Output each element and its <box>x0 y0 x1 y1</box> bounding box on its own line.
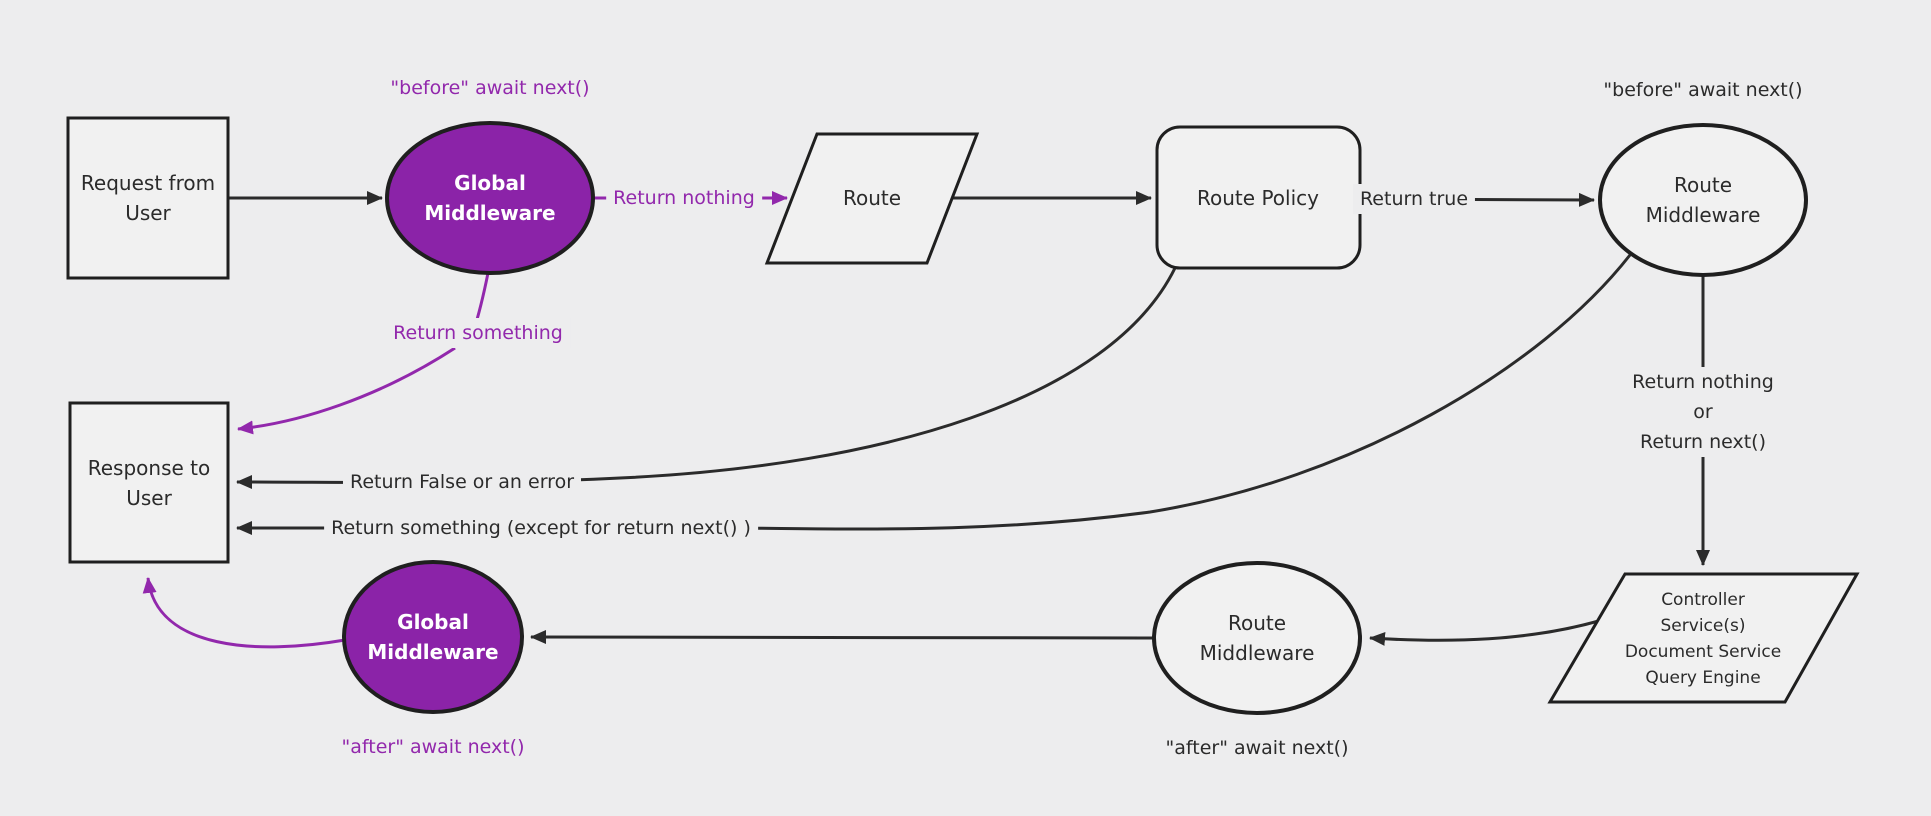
node-route-middleware-top <box>1598 123 1808 277</box>
node-label-services: Controller Service(s) Document Service Q… <box>1624 590 1782 688</box>
edge-services-to-route-middleware-bottom <box>1369 618 1603 646</box>
edge-label-return-something: Return something <box>386 318 570 348</box>
edge-label-return-false-or-error: Return False or an error <box>342 467 582 497</box>
edge-label-after-await-next-route: "after" await next() <box>1165 737 1349 759</box>
node-label-global-middleware-bottom: Global Middleware <box>367 610 499 664</box>
edge-label-before-await-next-route: "before" await next() <box>1603 79 1803 101</box>
node-request-from-user <box>66 116 230 280</box>
edge-label-return-nothing: Return nothing <box>606 183 762 213</box>
edge-global-middleware-bottom-to-response <box>142 577 346 649</box>
edge-label-after-await-next-global: "after" await next() <box>341 736 525 758</box>
node-route <box>764 132 980 265</box>
node-route-middleware-bottom <box>1152 561 1362 715</box>
edge-label-return-nothing-or-next: Return nothing or Return next() <box>1625 367 1781 457</box>
node-global-middleware-bottom <box>342 560 524 714</box>
edge-route-middleware-to-response <box>236 254 1632 535</box>
edge-return-something-lower <box>237 346 456 435</box>
edge-label-return-something-except: Return something (except for return next… <box>324 513 758 543</box>
node-label-request-from-user: Request from User <box>80 171 216 225</box>
edge-route-policy-to-response <box>236 267 1177 490</box>
node-label-route-policy: Route Policy <box>1197 186 1319 210</box>
node-global-middleware-top <box>385 121 595 275</box>
edge-label-before-await-next-global: "before" await next() <box>390 77 590 99</box>
node-label-route-middleware-top: Route Middleware <box>1645 173 1761 227</box>
edge-route-middleware-bottom-to-global-middleware-bottom <box>530 630 1155 645</box>
node-label-response-to-user: Response to User <box>87 456 211 510</box>
node-label-global-middleware-top: Global Middleware <box>424 171 556 225</box>
node-services <box>1547 572 1860 704</box>
node-label-route-middleware-bottom: Route Middleware <box>1199 611 1315 665</box>
edge-label-return-true: Return true <box>1352 184 1476 214</box>
node-label-route: Route <box>842 186 902 210</box>
node-response-to-user <box>68 401 230 564</box>
